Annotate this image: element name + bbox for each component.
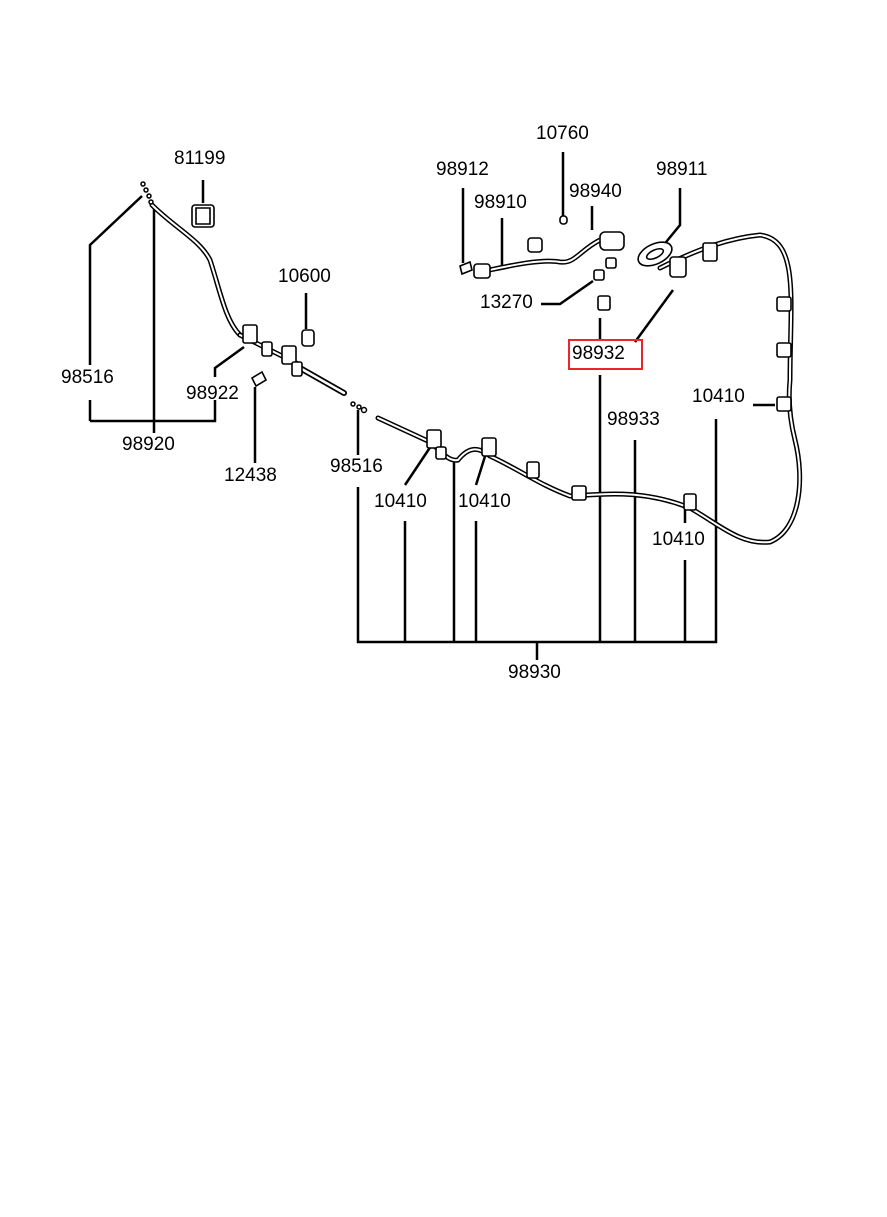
cable-clips	[242, 242, 792, 511]
label-10410-c: 10410	[652, 529, 705, 550]
cable-end-pieces	[140, 181, 368, 414]
label-98933: 98933	[607, 409, 660, 430]
label-98911: 98911	[656, 159, 708, 180]
label-98910: 98910	[474, 192, 527, 213]
label-10410-a: 10410	[374, 491, 427, 512]
label-81199: 81199	[174, 148, 226, 169]
label-10600: 10600	[278, 266, 331, 287]
label-98920: 98920	[122, 434, 175, 455]
label-98922: 98922	[186, 383, 239, 404]
label-98930: 98930	[508, 662, 561, 683]
harness-parts	[459, 215, 673, 311]
label-10410-b: 10410	[458, 491, 511, 512]
label-98932[interactable]: 98932	[572, 343, 625, 364]
label-98516-mid: 98516	[330, 456, 383, 477]
leader-lines	[88, 152, 775, 660]
highlight-box-98932	[568, 339, 643, 370]
label-98516-left: 98516	[61, 367, 114, 388]
label-13270: 13270	[480, 292, 533, 313]
label-10760: 10760	[536, 123, 589, 144]
front-cable	[149, 202, 347, 396]
label-12438: 12438	[224, 465, 277, 486]
label-10410-right: 10410	[692, 386, 745, 407]
label-98940: 98940	[569, 181, 622, 202]
label-98912: 98912	[436, 159, 489, 180]
small-fasteners	[191, 204, 315, 388]
